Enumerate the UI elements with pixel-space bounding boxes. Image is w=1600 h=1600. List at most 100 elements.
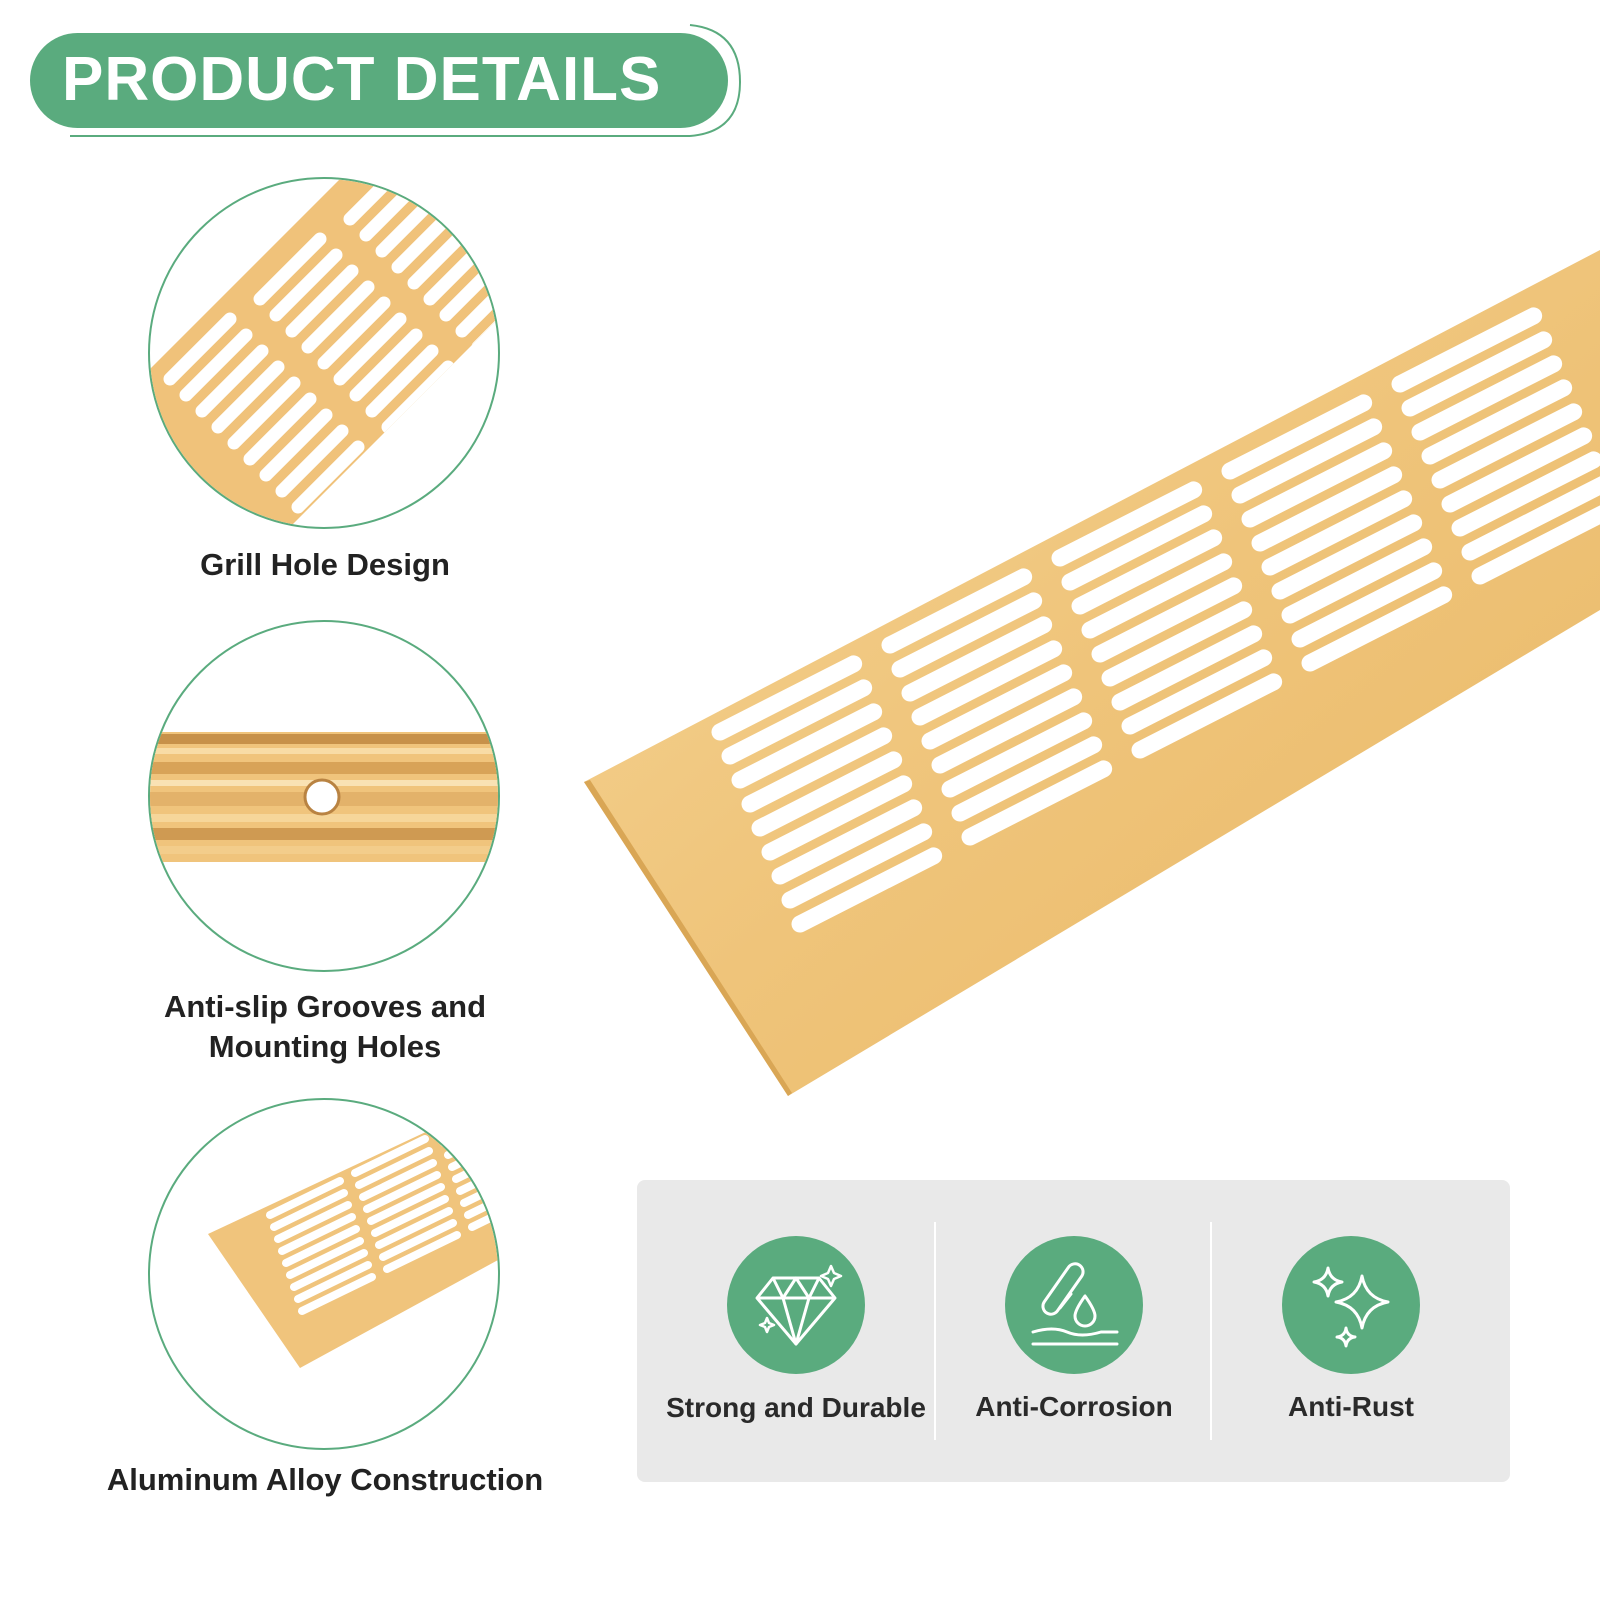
alloy-slot (359, 1159, 437, 1201)
alloy-slot (286, 1237, 364, 1279)
caption-grill-hole-design: Grill Hole Design (200, 547, 450, 582)
grill-slot (317, 296, 391, 370)
alloy-slot (448, 1130, 498, 1171)
vent-slot (931, 688, 1083, 774)
grill-slot (301, 280, 375, 354)
vent-slot (1391, 307, 1543, 393)
vent-slot (1411, 355, 1563, 441)
vent-slot (731, 703, 883, 789)
alloy-slot (355, 1147, 433, 1189)
alloy-slot (436, 1130, 498, 1135)
alloy-slot (363, 1171, 441, 1213)
alloy-slot (371, 1195, 449, 1237)
vent-slot (1401, 331, 1553, 417)
vent-slot (1081, 553, 1233, 639)
detail-circle-grill-hole (148, 177, 500, 529)
vent-slot (1451, 451, 1600, 537)
vent-slot (771, 799, 923, 885)
alloy-slot (367, 1183, 445, 1225)
grill-slot (349, 328, 423, 402)
vent-slot (1431, 403, 1583, 489)
alloy-slot (278, 1213, 356, 1255)
vent-slot (921, 664, 1073, 750)
vent-slot (781, 823, 933, 909)
vent-slot (761, 775, 913, 861)
alloy-slot (282, 1225, 360, 1267)
vent-slot (1101, 601, 1253, 687)
title-banner (30, 33, 728, 128)
alloy-slot (452, 1141, 498, 1183)
vent-slot (1441, 427, 1593, 513)
vent-slot (1291, 562, 1443, 648)
diamond-icon (727, 1236, 865, 1374)
sparkle-icon (1282, 1236, 1420, 1374)
alloy-slot (468, 1189, 498, 1231)
vent-slot (1221, 394, 1373, 480)
alloy-slot (274, 1201, 352, 1243)
alloy-slot (440, 1130, 498, 1147)
alloy-slot (444, 1130, 498, 1159)
grill-slot (333, 312, 407, 386)
vent-slot (1301, 586, 1453, 672)
alloy-slot (379, 1219, 457, 1261)
aluminum-closeup-image (208, 1130, 498, 1368)
vent-slot (1271, 514, 1423, 600)
alloy-slot (375, 1207, 453, 1249)
vent-slot (1051, 481, 1203, 567)
detail-circle-aluminum (148, 1098, 500, 1450)
grill-slot (275, 424, 349, 498)
vent-slot (741, 727, 893, 813)
grill-slot (211, 360, 285, 434)
feature-divider-1 (934, 1222, 936, 1440)
vent-slot (1131, 673, 1283, 759)
alloy-slot (351, 1135, 429, 1177)
vent-slot (1121, 649, 1273, 735)
caption-grooves-line1: Anti-slip Grooves and (163, 989, 487, 1024)
detail-circle-grooves (148, 620, 500, 972)
test-tube-drop-icon (1005, 1236, 1143, 1374)
grill-slot (179, 328, 253, 402)
vent-slot (1091, 577, 1243, 663)
caption-grooves-line2: Mounting Holes (208, 1029, 442, 1064)
vent-slot (1061, 505, 1213, 591)
grill-slot (259, 408, 333, 482)
grill-slot (291, 440, 365, 514)
feature-divider-2 (1210, 1222, 1212, 1440)
grill-hole-closeup-image (150, 179, 498, 527)
grill-slot (195, 344, 269, 418)
grill-slot (343, 179, 417, 226)
grill-slot (163, 312, 237, 386)
vent-slot (791, 847, 943, 933)
feature-label-anti-rust: Anti-Rust (1288, 1391, 1414, 1422)
vent-slot (1071, 529, 1223, 615)
feature-label-strong-durable: Strong and Durable (666, 1392, 926, 1423)
vent-slot (1231, 418, 1383, 504)
alloy-slot (460, 1165, 498, 1207)
alloy-slot (294, 1261, 372, 1303)
grill-slot (227, 376, 301, 450)
vent-slot (711, 655, 863, 741)
alloy-slot (270, 1189, 348, 1231)
alloy-slot (298, 1273, 376, 1315)
grill-slot (365, 344, 439, 418)
alloy-slot (290, 1249, 368, 1291)
vent-slot (941, 712, 1093, 798)
vent-slot (951, 736, 1103, 822)
vent-slot (1281, 538, 1433, 624)
grill-slot (285, 264, 359, 338)
product-image-vent-grille (584, 250, 1600, 1096)
alloy-slot (383, 1231, 461, 1273)
vent-slot (1241, 442, 1393, 528)
vent-slot (901, 616, 1053, 702)
vent-slot (1461, 475, 1600, 561)
vent-slot (1421, 379, 1573, 465)
alloy-slot (266, 1177, 344, 1219)
vent-slot (881, 568, 1033, 654)
vent-slot (911, 640, 1063, 726)
alloy-slot (464, 1177, 498, 1219)
vent-slot (751, 751, 903, 837)
grooves-closeup-image (150, 732, 498, 862)
caption-aluminum-alloy: Aluminum Alloy Construction (106, 1462, 544, 1497)
grill-slot (253, 232, 327, 306)
feature-label-anti-corrosion: Anti-Corrosion (975, 1391, 1173, 1422)
